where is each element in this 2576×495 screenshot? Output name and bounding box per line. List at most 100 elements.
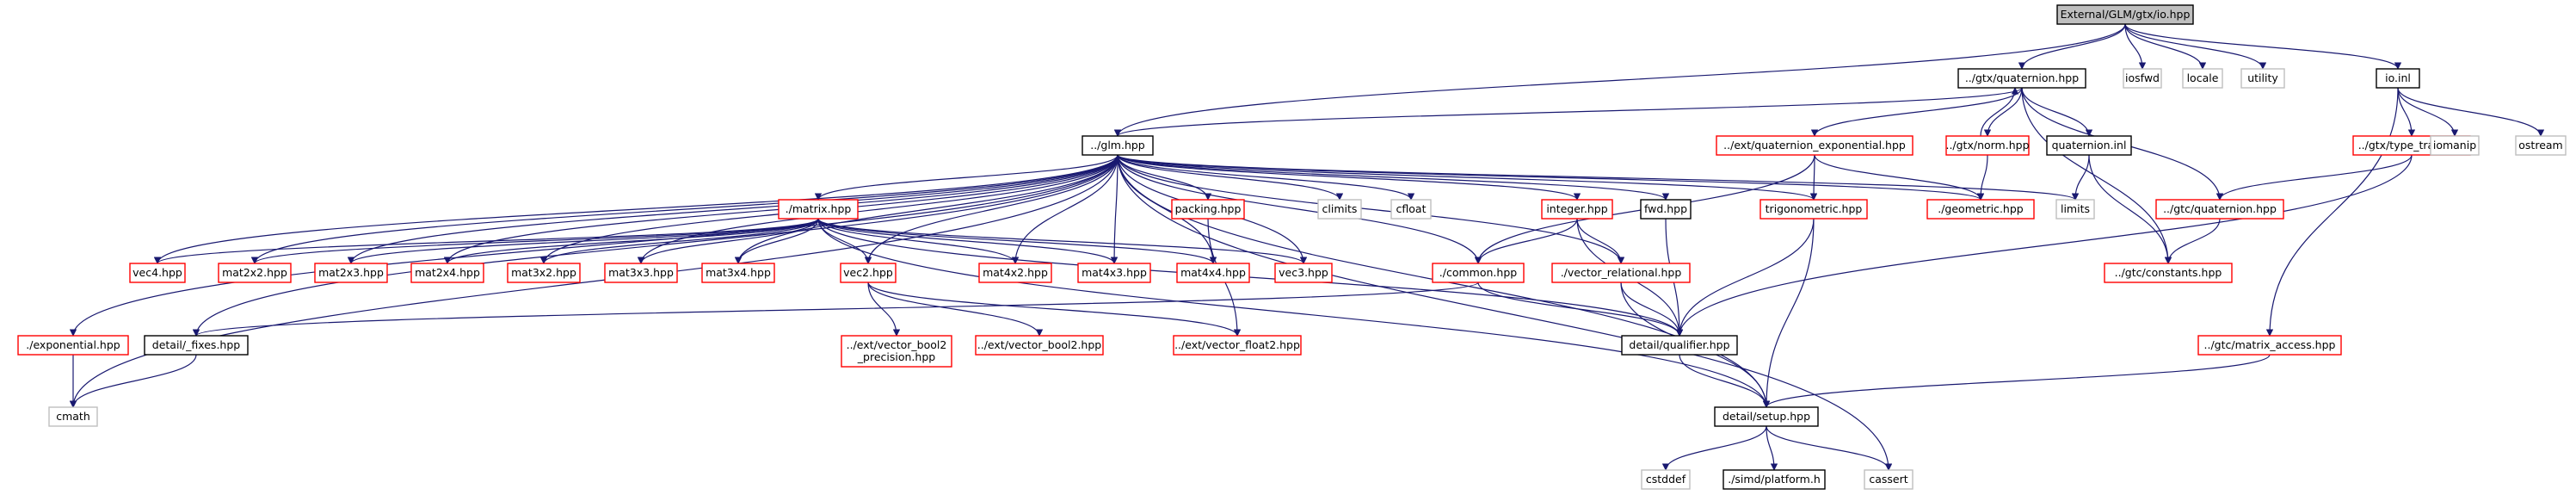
edge-type_trait-to-gtc_quat	[2215, 154, 2413, 201]
node-box	[2515, 135, 2567, 156]
node-box	[2055, 199, 2095, 220]
node-cassert: cassert	[1864, 469, 1914, 490]
node-label: vec3.hpp	[1279, 266, 1328, 279]
node-box	[1077, 263, 1151, 283]
node-iomanip: iomanip	[2430, 135, 2480, 156]
edge-glm-to-vec2	[864, 154, 1119, 264]
node-vec4[interactable]: vec4.hpp	[129, 263, 186, 283]
node-label: External/GLM/gtx/io.hpp	[2061, 8, 2191, 21]
edge-glm-to-geometric	[1117, 154, 1984, 201]
node-label: locale	[2187, 71, 2219, 84]
node-box	[1551, 263, 1691, 283]
node-label: ../gtc/constants.hpp	[2115, 266, 2222, 279]
node-trig[interactable]: trigonometric.hpp	[1759, 199, 1868, 220]
node-root[interactable]: External/GLM/gtx/io.hpp	[2056, 4, 2194, 25]
edge-glm-to-cmath	[69, 154, 1119, 408]
node-norm[interactable]: ../gtx/norm.hpp	[1945, 135, 2030, 156]
node-quaternion_gtx[interactable]: ../gtx/quaternion.hpp	[1957, 68, 2086, 89]
node-box	[1317, 199, 1362, 220]
node-mat4x3[interactable]: mat4x3.hpp	[1077, 263, 1151, 283]
node-mat3x2[interactable]: mat3x2.hpp	[507, 263, 581, 283]
node-box	[2155, 199, 2284, 220]
node-quat_inl[interactable]: quaternion.inl	[2046, 135, 2132, 156]
edge-gtc_quat-to-gtc_const	[2164, 218, 2221, 264]
edge-glm-to-mat3x4	[734, 154, 1119, 264]
node-matrix[interactable]: ./matrix.hpp	[778, 199, 859, 220]
node-box	[1926, 199, 2035, 220]
edge-glm-to-integer	[1117, 154, 1581, 201]
node-box	[1722, 469, 1826, 490]
node-label: cmath	[56, 410, 90, 423]
node-label: ../ext/quaternion_exponential.hpp	[1723, 139, 1906, 152]
node-label: fwd.hpp	[1644, 202, 1687, 215]
node-mat3x3[interactable]: mat3x3.hpp	[604, 263, 678, 283]
edge-glm-to-exponential	[69, 154, 1119, 337]
node-box	[2430, 135, 2480, 156]
node-integer[interactable]: integer.hpp	[1541, 199, 1613, 220]
node-mat3x4[interactable]: mat3x4.hpp	[701, 263, 775, 283]
node-box	[978, 263, 1052, 283]
node-vec_rel[interactable]: ./vector_relational.hpp	[1551, 263, 1691, 283]
node-label: cstddef	[1646, 473, 1686, 486]
node-label: mat3x3.hpp	[608, 266, 674, 279]
node-matrix_access[interactable]: ../gtc/matrix_access.hpp	[2197, 335, 2342, 356]
node-label: ./matrix.hpp	[786, 202, 852, 215]
node-box	[778, 199, 859, 220]
node-label: ./vector_relational.hpp	[1561, 266, 1682, 279]
node-label: io.inl	[2385, 71, 2411, 84]
node-mat4x2[interactable]: mat4x2.hpp	[978, 263, 1052, 283]
node-gtc_const[interactable]: ../gtc/constants.hpp	[2104, 263, 2233, 283]
node-geometric[interactable]: ./geometric.hpp	[1926, 199, 2035, 220]
node-vec_bool2_prec[interactable]: ../ext/vector_bool2_precision.hpp	[841, 335, 952, 368]
node-vec_bool2[interactable]: ../ext/vector_bool2.hpp	[975, 335, 1104, 356]
node-label: cassert	[1869, 473, 1907, 486]
node-fixes[interactable]: detail/_fixes.hpp	[144, 335, 249, 356]
edge-vec_rel-to-qualifier	[1620, 282, 1684, 337]
edge-quaternion_gtx-to-glm	[1114, 87, 2023, 137]
node-setup[interactable]: detail/setup.hpp	[1714, 406, 1819, 427]
node-vec_float2[interactable]: ../ext/vector_float2.hpp	[1173, 335, 1302, 356]
node-fwd[interactable]: fwd.hpp	[1640, 199, 1692, 220]
node-platform[interactable]: ./simd/platform.h	[1722, 469, 1826, 490]
node-label: detail/_fixes.hpp	[152, 338, 241, 351]
edge-quaternion_gtx-to-gtc_const	[2021, 87, 2172, 264]
node-box	[1621, 335, 1738, 356]
node-box	[840, 263, 897, 283]
node-box	[2104, 263, 2233, 283]
node-io_inl[interactable]: io.inl	[2376, 68, 2420, 89]
node-box	[1759, 199, 1868, 220]
edge-setup-to-cassert	[1766, 425, 1893, 471]
node-mat2x2[interactable]: mat2x2.hpp	[218, 263, 292, 283]
node-qualifier[interactable]: detail/qualifier.hpp	[1621, 335, 1738, 356]
node-cfloat: cfloat	[1390, 199, 1432, 220]
edge-type_trait-to-qualifier	[1675, 154, 2413, 337]
edge-quat_inl-to-gtc_const	[2088, 154, 2172, 264]
node-exponential[interactable]: ./exponential.hpp	[17, 335, 129, 356]
edge-root-to-utility	[2124, 23, 2267, 70]
edge-glm-to-mat4x2	[1011, 154, 1119, 264]
edge-root-to-iosfwd	[2124, 23, 2147, 70]
edge-root-to-locale	[2124, 23, 2207, 70]
node-vec3[interactable]: vec3.hpp	[1274, 263, 1333, 283]
node-glm[interactable]: ../glm.hpp	[1082, 135, 1154, 156]
node-box	[2376, 68, 2420, 89]
edge-setup-to-platform	[1766, 425, 1778, 471]
edge-glm-to-mat3x3	[637, 154, 1119, 264]
node-box	[1176, 263, 1250, 283]
node-cstddef: cstddef	[1641, 469, 1691, 490]
node-quat_exp[interactable]: ../ext/quaternion_exponential.hpp	[1716, 135, 1914, 156]
node-box	[841, 335, 952, 368]
node-mat4x4[interactable]: mat4x4.hpp	[1176, 263, 1250, 283]
node-common[interactable]: ./common.hpp	[1432, 263, 1525, 283]
edge-glm-to-trig	[1117, 154, 1817, 201]
node-vec2[interactable]: vec2.hpp	[840, 263, 897, 283]
node-cmath: cmath	[48, 406, 98, 427]
node-box	[2240, 68, 2285, 89]
node-label: quaternion.inl	[2052, 139, 2127, 152]
node-label: mat4x3.hpp	[1082, 266, 1147, 279]
node-packing[interactable]: packing.hpp	[1171, 199, 1245, 220]
node-mat2x4[interactable]: mat2x4.hpp	[410, 263, 484, 283]
node-mat2x3[interactable]: mat2x3.hpp	[314, 263, 388, 283]
node-gtc_quat[interactable]: ../gtc/quaternion.hpp	[2155, 199, 2284, 220]
edge-matrix-to-mat2x2	[250, 218, 819, 264]
